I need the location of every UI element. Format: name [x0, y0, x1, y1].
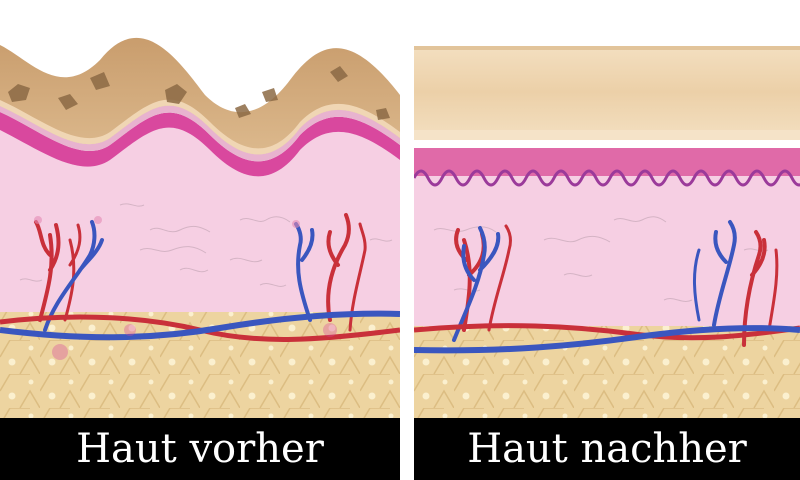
- capillaries-right: [692, 220, 779, 347]
- fat-blush: [52, 323, 337, 360]
- capillaries-right: [292, 213, 367, 332]
- fat-layer: [0, 300, 400, 420]
- panel-before: Haut vorher: [0, 37, 400, 480]
- vein-horizontal: [0, 310, 400, 341]
- pigment-spots: [8, 66, 390, 120]
- caption-bar-after: Haut nachher: [414, 418, 800, 480]
- caption-before: Haut vorher: [76, 426, 324, 472]
- caption-bar-before: Haut vorher: [0, 418, 400, 480]
- capillaries-left: [34, 216, 104, 332]
- caption-after: Haut nachher: [467, 426, 747, 472]
- panel-after: Haut nachher: [414, 0, 800, 480]
- basal-layer: [0, 112, 400, 177]
- capillaries-left: [452, 224, 512, 342]
- artery-horizontal: [414, 323, 800, 341]
- epidermis-smooth: [414, 46, 800, 138]
- vein-horizontal: [414, 325, 800, 354]
- smooth-skin-illustration: [414, 46, 800, 420]
- wrinkled-skin-illustration: [0, 37, 400, 420]
- dermis-fibers: [19, 203, 393, 287]
- dermal-papillae: [414, 169, 800, 187]
- basal-layer: [414, 148, 800, 176]
